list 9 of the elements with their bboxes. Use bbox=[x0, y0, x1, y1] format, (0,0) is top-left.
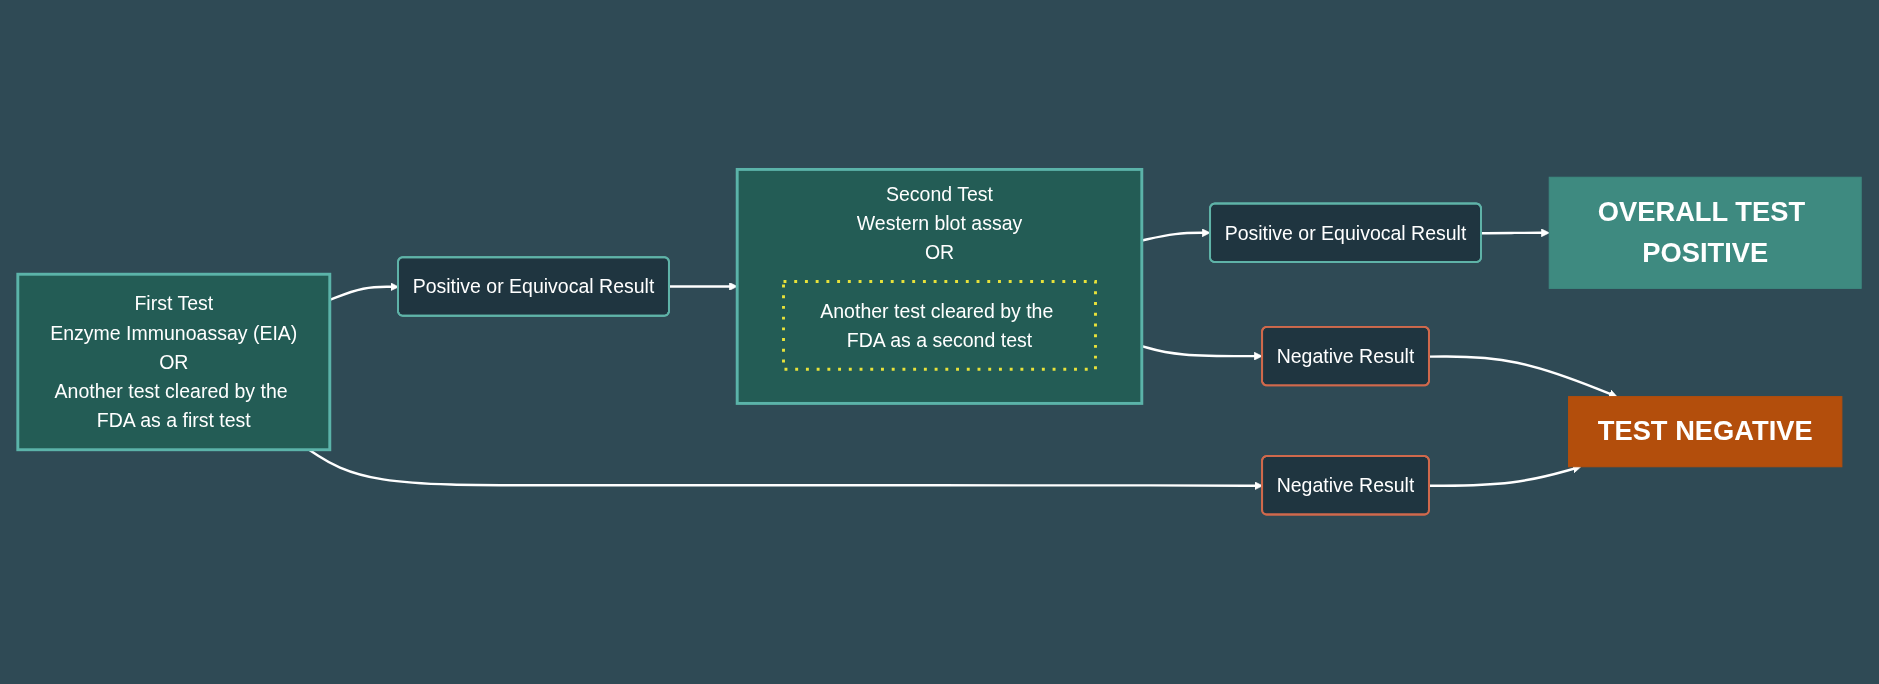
arrow bbox=[1481, 228, 1550, 238]
arrow bbox=[329, 282, 399, 302]
arrow bbox=[668, 282, 738, 291]
arrow bbox=[1429, 355, 1618, 398]
arrow bbox=[1141, 344, 1263, 361]
node-box: TEST NEGATIVE bbox=[1568, 396, 1843, 468]
node-box: OVERALL TEST POSITIVE bbox=[1548, 176, 1862, 289]
arrow bbox=[1141, 228, 1211, 242]
node-box: First Test Enzyme Immunoassay (EIA) OR Another test cleared by the FDA as a first test bbox=[16, 272, 332, 452]
